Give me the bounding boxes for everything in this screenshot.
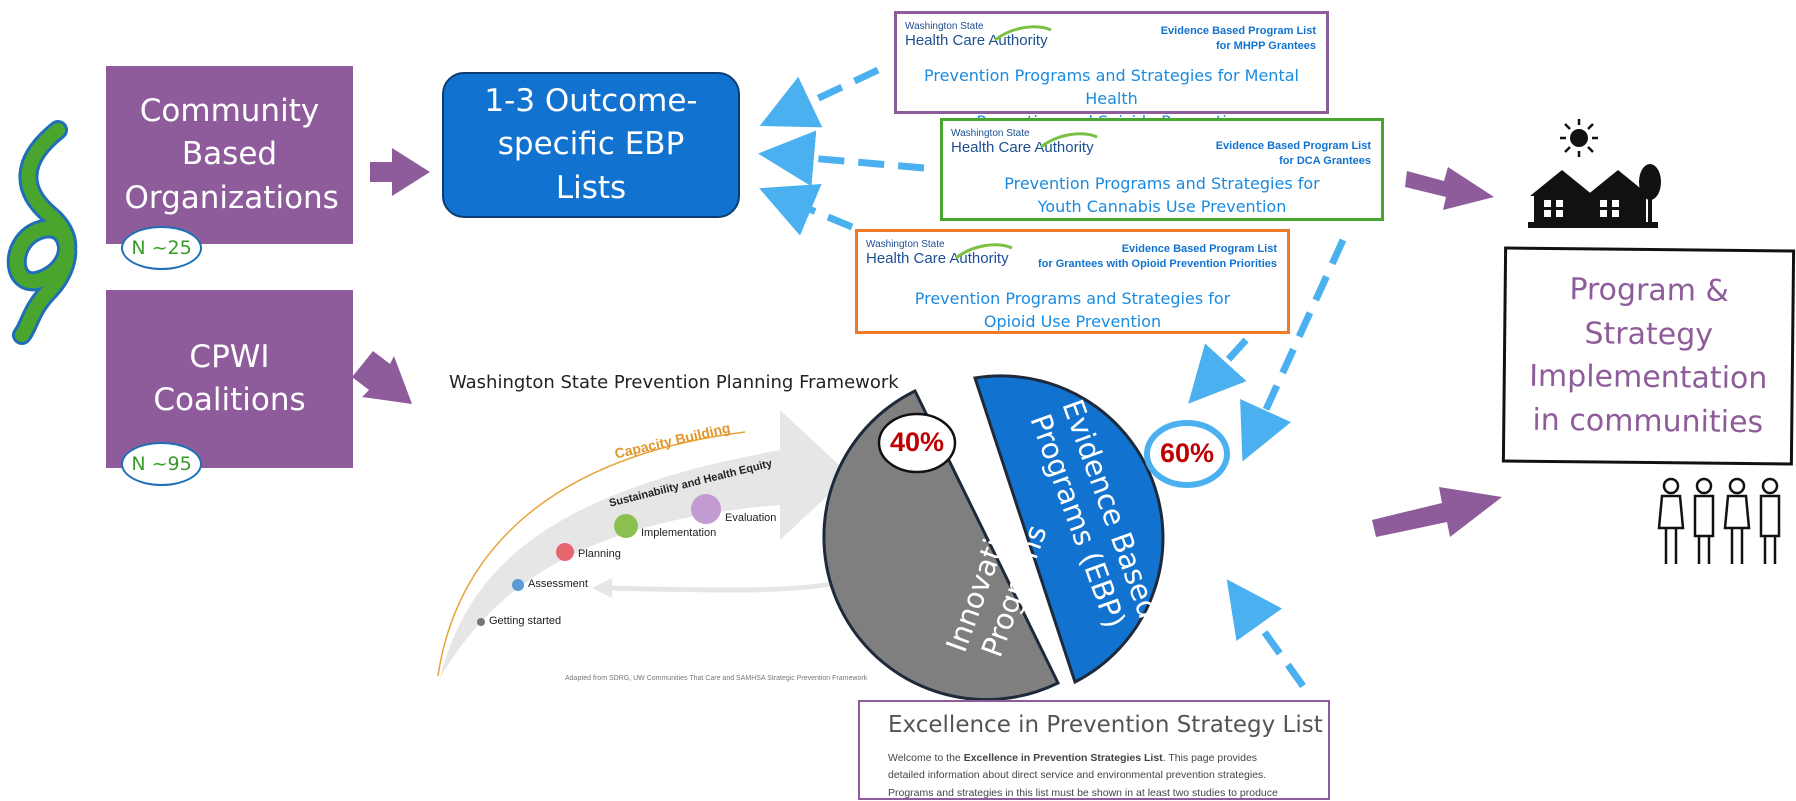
hca-card-mhpp: Washington State Health Care Authority E… [894,11,1329,131]
cbo-to-lists-arrow [370,148,430,196]
hca-logo: Washington State Health Care Authority [905,21,1048,49]
stage-dot-planning [556,543,574,561]
lists-to-communities-arrow [1405,167,1494,210]
framework-return-arrowhead [592,578,612,598]
framework-capacity-curve [437,431,746,677]
excellence-body: Welcome to the Excellence in Prevention … [888,750,1288,799]
mhpp-to-lists-arrow [759,66,880,128]
hca-title-line2: Opioid Use Prevention [983,312,1162,332]
framework-footnote: Adapted from SDRG, UW Communities That C… [565,675,868,682]
excellence-title: Excellence in Prevention Strategy List [888,712,1323,738]
hca-logo: Washington State Health Care Authority [866,239,1009,267]
hca-logo-main: Health Care Authority [905,31,1048,49]
framework-swoosh [440,410,850,678]
excellence-body-post: . This page provides detailed informatio… [888,752,1278,799]
hca-logo-swoosh [1040,132,1098,149]
excellence-body-bold: Excellence in Prevention Strategies List [963,752,1163,764]
stage-dot-getting-started [477,618,485,626]
excellence-to-pie-arrow [1226,579,1306,689]
implementation-label: Program & Strategy Implementation in com… [1528,272,1768,440]
hca-title-line1: Prevention Programs and Strategies for [1004,174,1320,193]
hca-logo-small: Washington State [905,21,984,32]
hca-card-title: Prevention Programs and Strategies for O… [858,287,1287,333]
ebp-pct: 60% [1159,438,1215,468]
community-based-organizations-box: Community Based Organizations [106,66,353,244]
dca-to-pie-arrow [1240,238,1347,462]
stage-label-getting-started: Getting started [489,615,562,627]
opioid-to-pie-arrow [1188,337,1249,404]
framework-title: Washington State Prevention Planning Fra… [449,372,899,393]
hca-card-dca: Washington State Health Care Authority E… [940,118,1384,221]
cpwi-coalitions-box: CPWI Coalitions [106,290,353,468]
dashed-arrows [758,66,1347,689]
hca-logo-small: Washington State [951,128,1030,139]
opioid-to-lists-arrow [759,183,854,236]
hca-label-line1: Evidence Based Program List [1160,25,1316,37]
hca-label-line1: Evidence Based Program List [1121,243,1277,255]
hca-card-opioid: Washington State Health Care Authority E… [855,229,1290,334]
pie-to-communities-arrow [1372,487,1502,537]
hca-label-line2: for MHPP Grantees [1215,39,1316,52]
cpwi-label: CPWI Coalitions [153,338,306,418]
hca-card-label: Evidence Based Program List for DCA Gran… [1216,139,1371,169]
hca-logo-small: Washington State [866,239,945,250]
hca-logo-main: Health Care Authority [866,249,1009,267]
stage-dot-implementation [614,514,638,538]
hca-label-line2: for Grantees with Opioid Prevention Prio… [1038,257,1277,270]
hca-title-line1: Prevention Programs and Strategies for M… [924,66,1299,109]
cpwi-count-text: N ~95 [131,453,192,475]
hca-logo-swoosh [994,25,1052,42]
hca-card-title: Prevention Programs and Strategies for Y… [943,172,1381,218]
sun-icon [1560,119,1598,157]
cpwi-to-framework-arrow [352,351,412,404]
cbo-count-text: N ~25 [131,237,192,259]
stage-label-assessment: Assessment [528,578,588,590]
people-icon [1657,477,1781,564]
tree-icon [1639,164,1661,225]
stage-label-implementation: Implementation [641,527,717,539]
hca-card-label: Evidence Based Program List for Grantees… [1038,242,1277,272]
hca-label-line1: Evidence Based Program List [1215,140,1371,152]
ebp-lists-label: 1-3 Outcome-specific EBP Lists [484,82,698,206]
excellence-strategy-list-card: Excellence in Prevention Strategy List W… [858,700,1330,800]
knot-icon [6,120,78,345]
stage-label-planning: Planning [578,548,621,560]
program-strategy-implementation-box: Program & Strategy Implementation in com… [1501,246,1796,466]
program-split-pie [822,374,1165,702]
excellence-body-pre: Welcome to the [888,752,964,764]
hca-title-line2: Youth Cannabis Use Prevention [1037,197,1287,217]
cpwi-count-badge: N ~95 [121,442,202,486]
pct-bubble-ebp [1144,420,1230,488]
innovative-pct: 40% [889,427,945,457]
hca-logo-main: Health Care Authority [951,138,1094,156]
cbo-label: Community Based Organizations [124,92,339,216]
cbo-count-badge: N ~25 [121,226,202,270]
stage-dot-assessment [512,579,524,591]
outcome-specific-ebp-lists-box: 1-3 Outcome-specific EBP Lists [442,72,740,218]
hca-logo-swoosh [955,243,1013,260]
hca-card-label: Evidence Based Program List for MHPP Gra… [1161,24,1316,54]
dca-to-lists-arrow [758,130,925,187]
hca-logo: Washington State Health Care Authority [951,128,1094,156]
pie-slice-innovative [822,388,1061,702]
stage-label-evaluation: Evaluation [725,512,777,524]
houses-icon [1528,170,1658,228]
pie-slice-ebp [973,374,1165,685]
hca-label-line2: for DCA Grantees [1279,154,1371,167]
hca-title-line1: Prevention Programs and Strategies for [914,289,1231,308]
stage-dot-evaluation [691,494,721,524]
pct-bubble-innovative [877,412,957,474]
